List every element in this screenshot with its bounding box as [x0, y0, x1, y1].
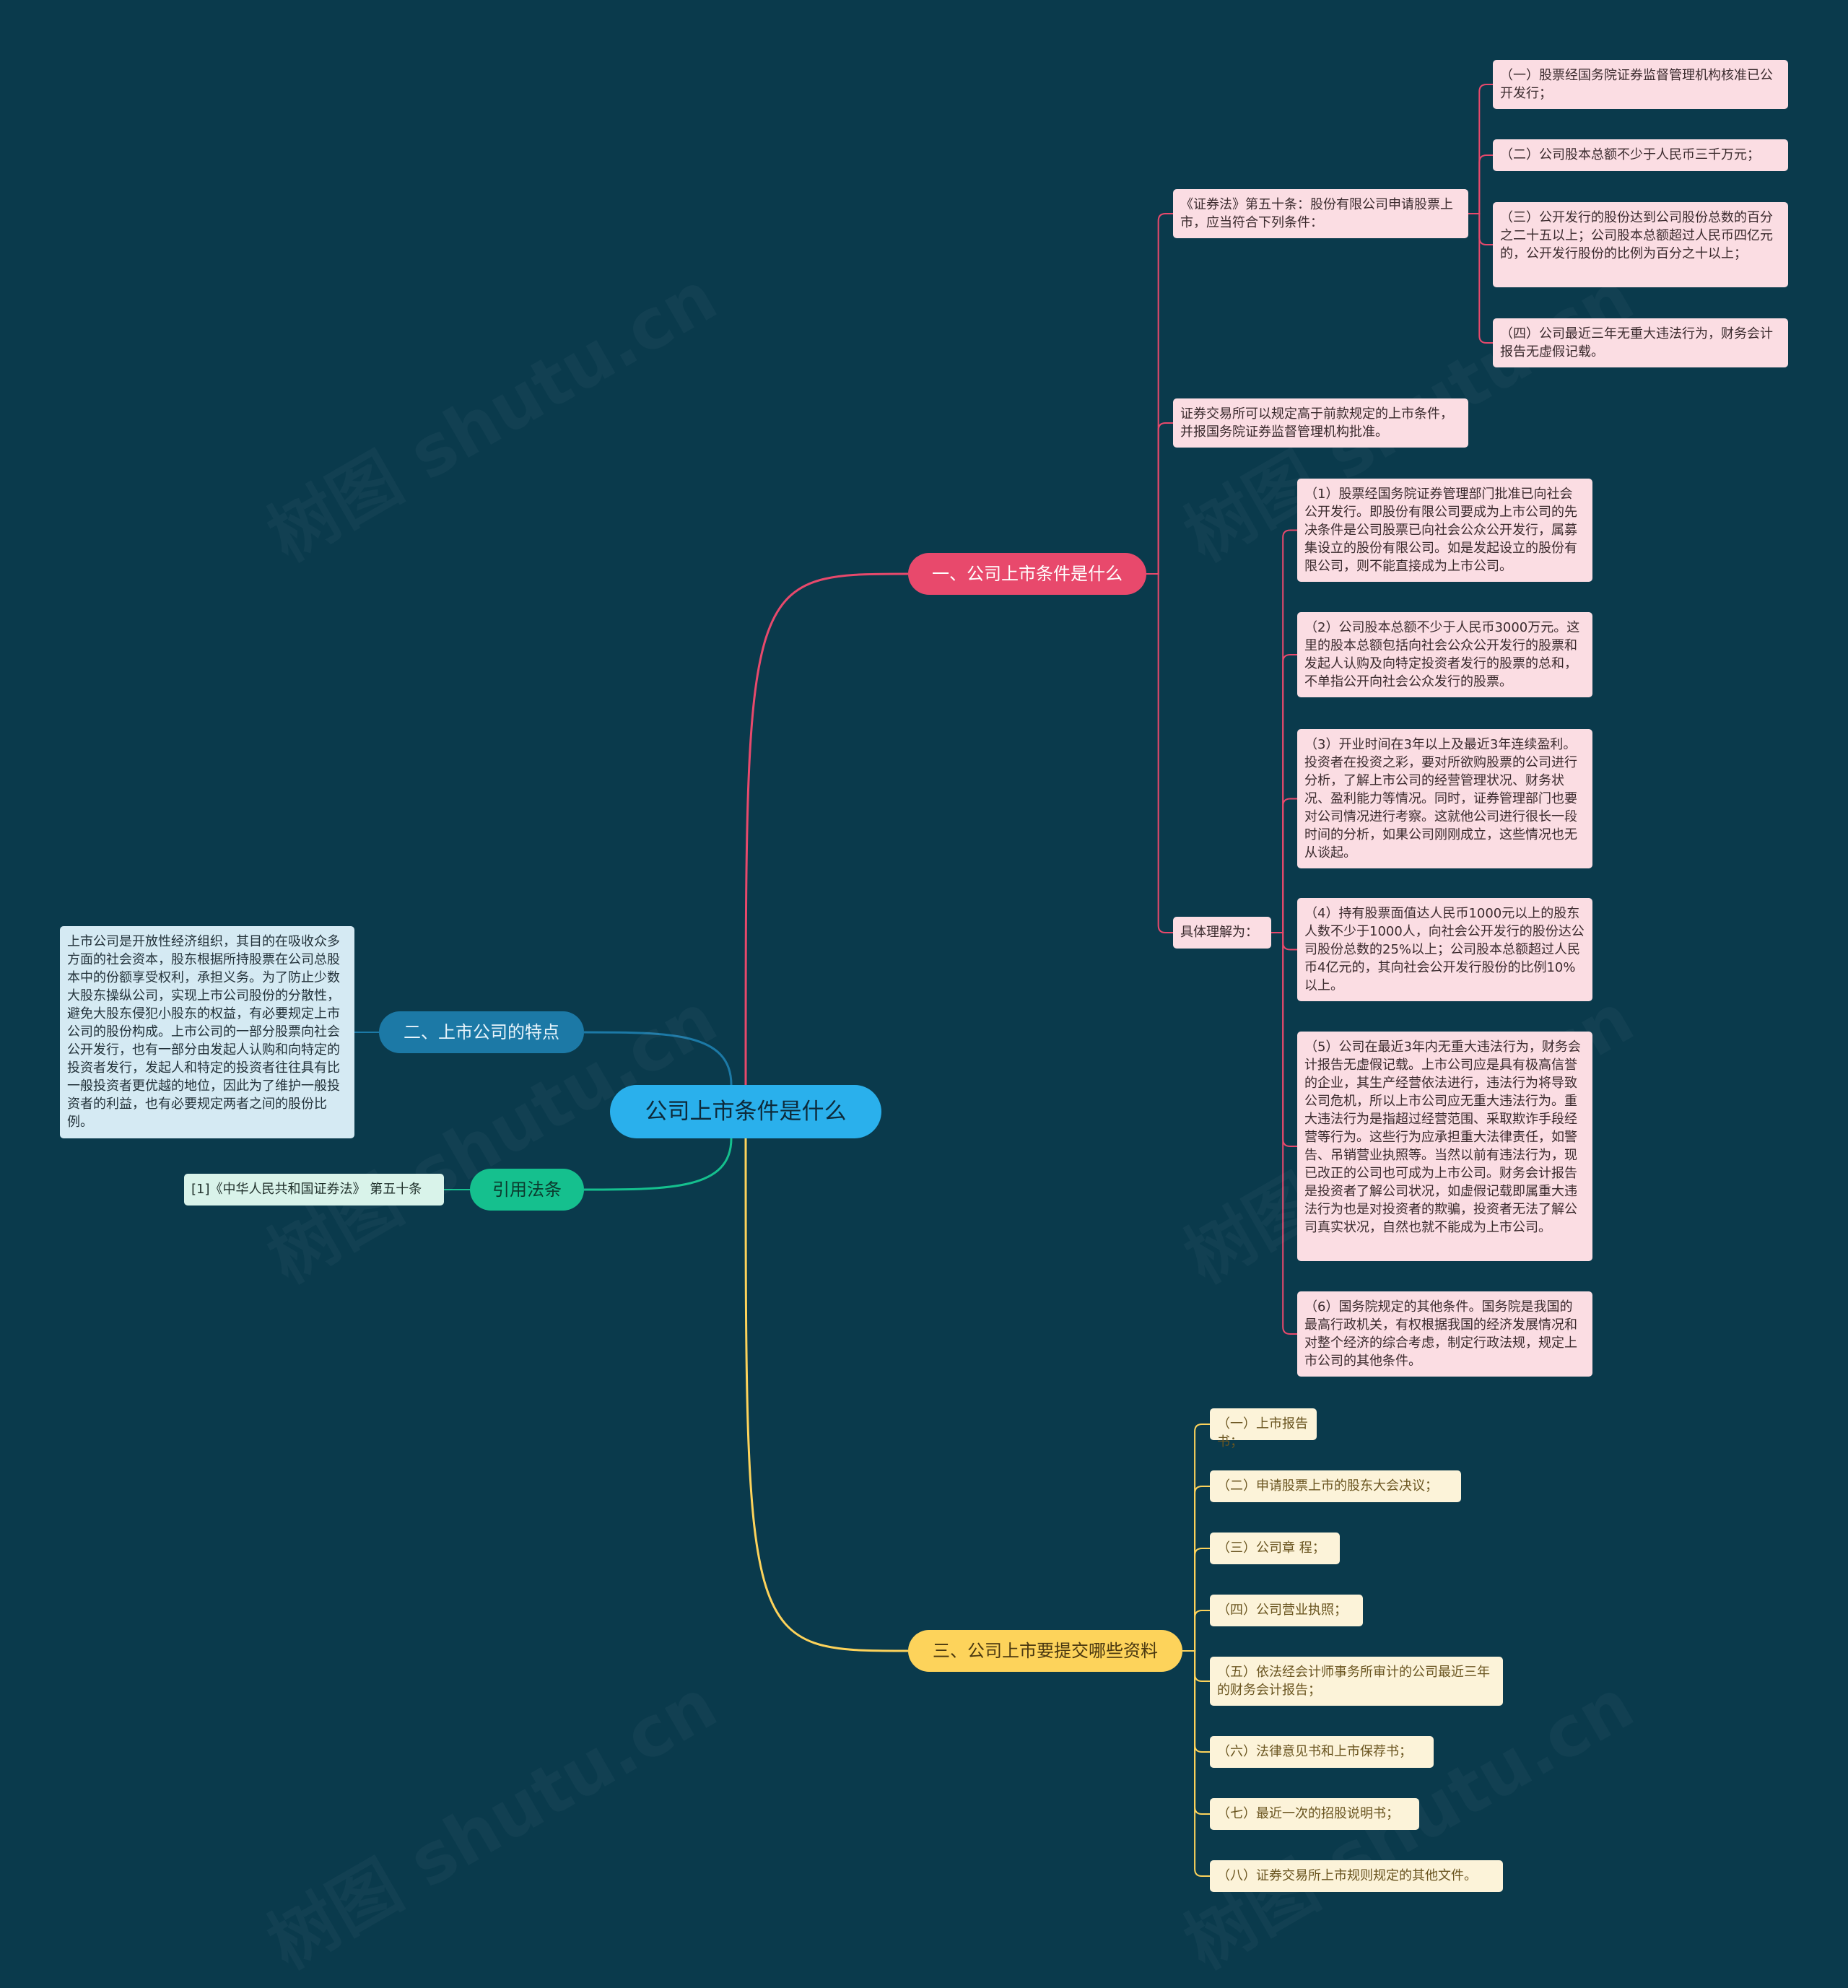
document-item-1[interactable]: （一）上市报告书；	[1210, 1408, 1317, 1449]
detail-item-6[interactable]: （6）国务院规定的其他条件。国务院是我国的最高行政机关，有权根据我国的经济发展情…	[1297, 1291, 1592, 1377]
law-condition-4[interactable]: （四）公司最近三年无重大违法行为，财务会计报告无虚假记载。	[1493, 318, 1788, 367]
document-item-2[interactable]: （二）申请股票上市的股东大会决议；	[1210, 1470, 1461, 1502]
exchange-rule-node[interactable]: 证券交易所可以规定高于前款规定的上市条件，并报国务院证券监督管理机构批准。	[1173, 398, 1468, 448]
connector-detail-5	[1277, 932, 1297, 1147]
connector-branch4-5	[1189, 1650, 1210, 1682]
connector-detail-1	[1277, 529, 1297, 933]
connector-branch4-8	[1189, 1650, 1210, 1877]
detail-item-4[interactable]: （4）持有股票面值达人民币1000元以上的股东人数不少于1000人，向社会公开发…	[1297, 898, 1592, 1001]
law-condition-1[interactable]: （一）股票经国务院证券监督管理机构核准已公开发行；	[1493, 60, 1788, 109]
connector-law-1	[1473, 84, 1493, 214]
connector-root-branch1	[744, 572, 909, 1086]
law-article-50-node[interactable]: 《证券法》第五十条：股份有限公司申请股票上市，应当符合下列条件：	[1173, 189, 1468, 238]
law-condition-3[interactable]: （三）公开发行的股份达到公司股份总数的百分之二十五以上；公司股本总额超过人民币四…	[1493, 202, 1788, 287]
law-condition-2[interactable]: （二）公司股本总额不少于人民币三千万元；	[1493, 139, 1788, 171]
branch-cited-law[interactable]: 引用法条	[470, 1169, 584, 1211]
document-item-5[interactable]: （五）依法经会计师事务所审计的公司最近三年的财务会计报告；	[1210, 1657, 1503, 1706]
root-topic[interactable]: 公司上市条件是什么	[610, 1085, 881, 1138]
detail-item-1[interactable]: （1）股票经国务院证券管理部门批准已向社会公开发行。即股份有限公司要成为上市公司…	[1297, 479, 1592, 582]
connector-branch4-6	[1189, 1650, 1210, 1753]
connector-branch4-7	[1189, 1650, 1210, 1815]
document-item-7[interactable]: （七）最近一次的招股说明书；	[1210, 1798, 1419, 1830]
branch-listing-conditions[interactable]: 一、公司上市条件是什么	[908, 553, 1146, 595]
connector-law-3	[1473, 213, 1493, 245]
document-item-8[interactable]: （八）证券交易所上市规则规定的其他文件。	[1210, 1860, 1503, 1892]
document-item-3[interactable]: （三）公司章 程；	[1210, 1533, 1340, 1564]
detail-item-5[interactable]: （5）公司在最近3年内无重大违法行为，财务会计报告无虚假记载。上市公司应是具有极…	[1297, 1032, 1592, 1261]
document-item-4[interactable]: （四）公司营业执照；	[1210, 1595, 1363, 1626]
connector-branch1-1	[1152, 213, 1173, 575]
connector-root-branch4	[744, 1138, 909, 1652]
features-description[interactable]: 上市公司是开放性经济组织，其目的在吸收众多方面的社会资本，股东根据所持股票在公司…	[60, 926, 354, 1138]
detail-item-3[interactable]: （3）开业时间在3年以上及最近3年连续盈利。投资者在投资之彩，要对所欲购股票的公…	[1297, 729, 1592, 868]
connector-detail-2	[1277, 654, 1297, 933]
connector-law-2	[1473, 154, 1493, 214]
branch-company-features[interactable]: 二、上市公司的特点	[379, 1011, 584, 1053]
connector-detail-4	[1277, 932, 1297, 951]
connector-root-branch2	[583, 1031, 733, 1086]
detail-item-2[interactable]: （2）公司股本总额不少于人民币3000万元。这里的股本总额包括向社会公众公开发行…	[1297, 612, 1592, 697]
connector-detail-6	[1277, 932, 1297, 1335]
connector-branch4-1	[1189, 1424, 1210, 1652]
connector-root-branch3	[583, 1138, 733, 1191]
cited-law-reference[interactable]: [1]《中华人民共和国证券法》 第五十条	[184, 1174, 444, 1206]
connector-branch4-2	[1189, 1486, 1210, 1652]
connector-detail-3	[1277, 798, 1297, 933]
branch-required-documents[interactable]: 三、公司上市要提交哪些资料	[908, 1630, 1182, 1672]
document-item-6[interactable]: （六）法律意见书和上市保荐书；	[1210, 1736, 1434, 1768]
connector-branch4-4	[1189, 1610, 1210, 1652]
connector-branch1-3	[1152, 573, 1173, 933]
connector-branch4-3	[1189, 1548, 1210, 1652]
connector-branch1-2	[1152, 422, 1173, 575]
connector-law-4	[1473, 213, 1493, 344]
detail-explanation-node[interactable]: 具体理解为：	[1173, 917, 1271, 949]
